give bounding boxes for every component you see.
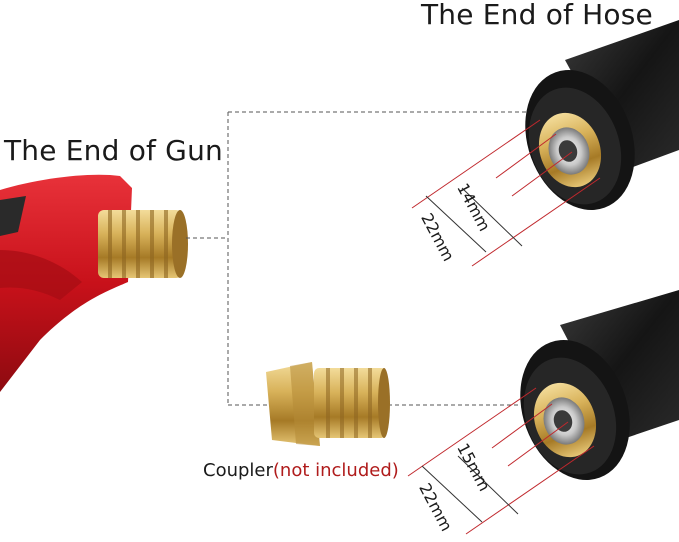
connector-lines (186, 111, 540, 406)
coupler-note: not included (279, 460, 392, 481)
coupler-label: Coupler (203, 460, 273, 481)
hose-end-title: The End of Hose (421, 0, 653, 31)
gun-body (0, 174, 132, 392)
hose-end-bottom (520, 290, 679, 480)
gun-end-title: The End of Gun (4, 134, 223, 167)
dimension-lines-bottom (407, 387, 595, 535)
gun-brass-fitting (98, 210, 188, 278)
dimension-lines-top (411, 119, 601, 267)
coupler-caption: Coupler(not included) (203, 460, 399, 481)
coupler-close-paren: ) (391, 460, 399, 481)
coupler-part (266, 362, 390, 446)
coupler-open-paren: ( (272, 460, 280, 481)
hose-end-top (525, 20, 679, 210)
